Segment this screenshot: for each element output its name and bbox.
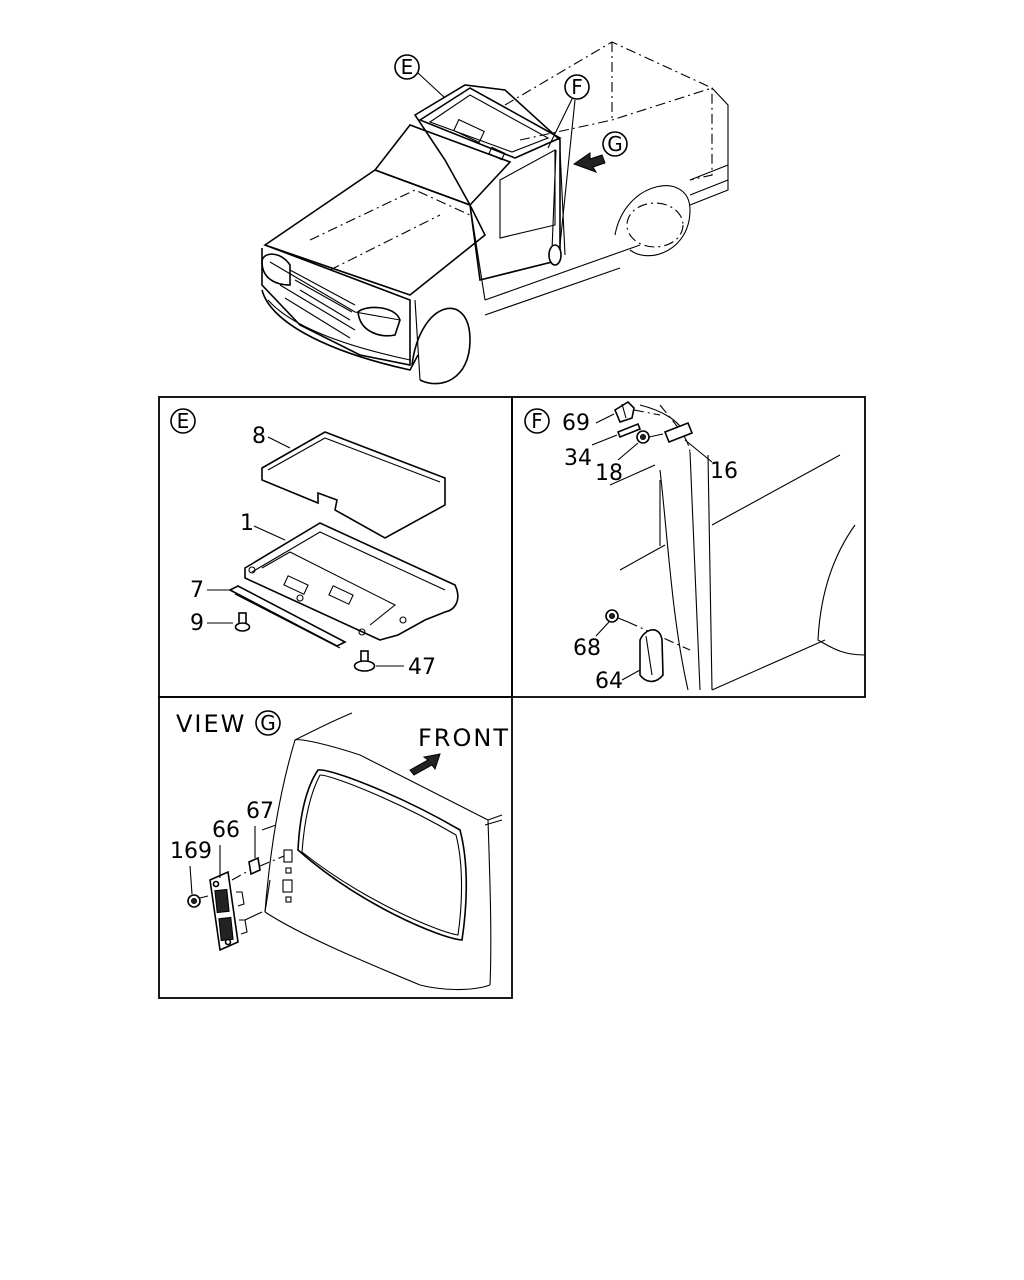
callout-e-label: E	[401, 55, 414, 79]
panel-e: E 8 1 7 9 47	[170, 408, 459, 680]
truck-overview: E F G	[261, 41, 729, 385]
part-66-number: 66	[212, 818, 240, 843]
part-64-cover	[639, 629, 664, 683]
callout-e-circle	[394, 54, 420, 80]
part-69-clip	[613, 400, 635, 423]
panel-g-view-word: VIEW	[176, 710, 246, 738]
part-1-number: 1	[240, 511, 254, 536]
part-8-shade	[261, 431, 446, 539]
part-169-number: 169	[170, 839, 212, 864]
part-7-number: 7	[190, 578, 204, 603]
part-34-number: 34	[564, 446, 592, 471]
part-69-number: 69	[562, 411, 590, 436]
rear-window	[297, 769, 468, 941]
part-18-bolt	[636, 430, 664, 444]
part-18-number: 18	[595, 461, 623, 486]
part-67-nut	[248, 856, 261, 876]
part-64-number: 64	[595, 669, 623, 694]
part-16-number: 16	[710, 459, 738, 484]
panel-g-frame	[158, 696, 513, 999]
panel-f-frame	[511, 396, 866, 698]
panel-f-tag-circle	[524, 408, 550, 434]
panel-f-tag: F	[531, 409, 543, 433]
part-1-module	[244, 522, 459, 641]
callout-g-label: G	[607, 132, 623, 156]
panel-e-tag: E	[177, 409, 190, 433]
callout-f-label: F	[571, 75, 583, 99]
part-7-rail	[228, 585, 347, 647]
part-9-screw	[234, 612, 251, 632]
front-label: FRONT	[418, 724, 510, 752]
panel-f: F 69 34 18 16	[524, 400, 866, 694]
panel-g-tag: G	[260, 711, 276, 735]
callout-g-circle	[602, 131, 628, 157]
front-arrow-icon	[409, 753, 441, 776]
panel-g: VIEW G FRONT 67	[170, 710, 510, 991]
part-66-plate	[209, 870, 248, 952]
part-47-fastener	[353, 650, 376, 672]
part-68-bolt	[605, 609, 629, 623]
part-169-screw	[187, 894, 209, 908]
part-47-number: 47	[408, 655, 436, 680]
part-16-bracket	[663, 421, 694, 444]
part-34-pin	[616, 422, 642, 439]
part-67-number: 67	[246, 799, 274, 824]
view-direction-arrow-icon	[572, 152, 606, 173]
part-8-number: 8	[252, 424, 266, 449]
panel-g-tag-circle	[255, 710, 281, 736]
part-68-number: 68	[573, 636, 601, 661]
panel-e-tag-circle	[170, 408, 196, 434]
part-9-number: 9	[190, 611, 204, 636]
callout-f-circle	[564, 74, 590, 100]
